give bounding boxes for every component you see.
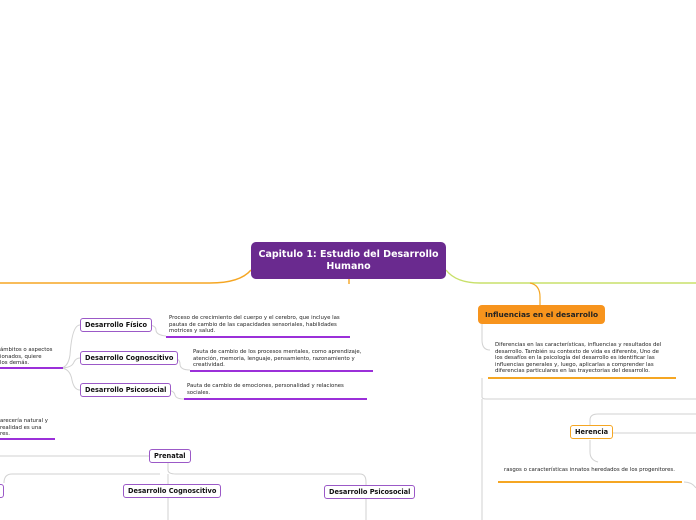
prenatal-left-child-node[interactable] bbox=[0, 484, 4, 498]
connector-ambitos-cognoscitivo bbox=[59, 357, 81, 369]
connector-ambitos-fisico bbox=[59, 324, 81, 369]
connector-central-left bbox=[0, 269, 252, 284]
desarrollo-cognoscitivo-description: Pauta de cambio de los procesos mentales… bbox=[193, 349, 362, 369]
connector-herencia-top bbox=[589, 413, 696, 425]
influencias-description: Diferencias en las características, infl… bbox=[495, 342, 662, 375]
central-topic[interactable]: Capitulo 1: Estudio del Desarrollo Human… bbox=[251, 242, 446, 279]
prenatal-psicosocial-node[interactable]: Desarrollo Psicosocial bbox=[324, 485, 416, 499]
influencias-desarrollo-node[interactable]: Influencias en el desarrollo bbox=[478, 305, 606, 324]
desarrollo-fisico-node[interactable]: Desarrollo Físico bbox=[80, 318, 153, 332]
desarrollo-psicosocial-node[interactable]: Desarrollo Psicosocial bbox=[80, 383, 172, 397]
prenatal-cognoscitivo-node[interactable]: Desarrollo Cognoscitivo bbox=[123, 484, 222, 498]
connector-prenatal-left-child bbox=[3, 473, 160, 484]
connector-herencia-end bbox=[683, 481, 696, 489]
connector-influencias-desc bbox=[481, 322, 491, 351]
connector-influencias-body bbox=[481, 378, 696, 400]
herencia-node[interactable]: Herencia bbox=[570, 425, 614, 439]
fragment-text-2: arecería natural y realidad es una res. bbox=[0, 418, 48, 438]
connector-ambitos-psicosocial bbox=[59, 367, 81, 391]
connector-herencia-desc bbox=[589, 440, 599, 463]
desarrollo-cognoscitivo-node[interactable]: Desarrollo Cognoscitivo bbox=[80, 351, 179, 365]
connector-central-right bbox=[445, 269, 696, 284]
desarrollo-fisico-description: Proceso de crecimiento del cuerpo y el c… bbox=[169, 315, 340, 335]
ambitos-fragment-text: ámbitos o aspectos ionados, quiere los d… bbox=[0, 347, 53, 367]
prenatal-node[interactable]: Prenatal bbox=[149, 449, 191, 463]
connector-central-influencias bbox=[529, 282, 541, 305]
herencia-description: rasgos o características innatos heredad… bbox=[504, 467, 675, 473]
connector-prenatal-children bbox=[167, 463, 367, 485]
desarrollo-psicosocial-description: Pauta de cambio de emociones, personalid… bbox=[187, 383, 344, 396]
